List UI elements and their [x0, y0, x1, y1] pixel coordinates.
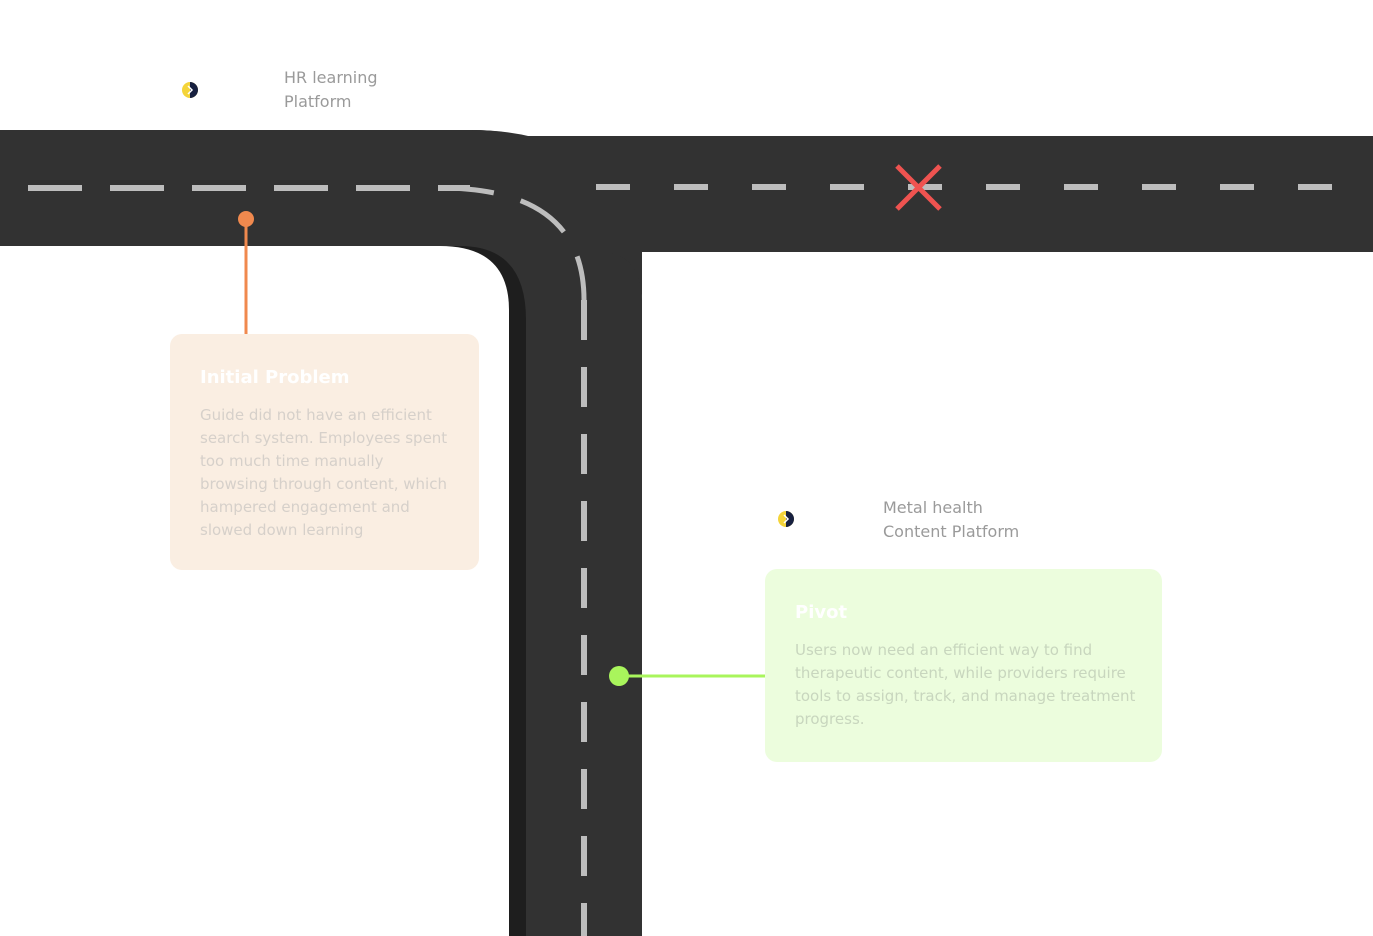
x-mark-icon	[895, 164, 942, 211]
road-dead-end-branch	[500, 136, 1373, 252]
problem-connector-dot	[238, 211, 254, 227]
pivot-connector-dot	[609, 666, 629, 686]
initial-problem-title: Initial Problem	[200, 367, 350, 388]
half-circle-logo-icon	[182, 82, 198, 98]
road-junction	[500, 136, 642, 300]
half-circle-logo-icon	[778, 511, 794, 527]
pivot-brand-label: Metal health Content Platform	[883, 498, 1020, 541]
pivot-brand-marker: Metal health Content Platform	[778, 496, 1058, 546]
initial-problem-body: Guide did not have an efficient search s…	[200, 406, 448, 539]
pivot-title: Pivot	[795, 602, 848, 623]
pivot-card: Pivot Users now need an efficient way to…	[765, 569, 1162, 762]
start-brand-label: HR learning Platform	[284, 68, 378, 111]
start-brand-marker: HR learning Platform	[182, 66, 402, 116]
pivot-body: Users now need an efficient way to find …	[795, 641, 1136, 728]
initial-problem-card: Initial Problem Guide did not have an ef…	[170, 334, 479, 570]
lane-marking-curve	[439, 185, 587, 301]
